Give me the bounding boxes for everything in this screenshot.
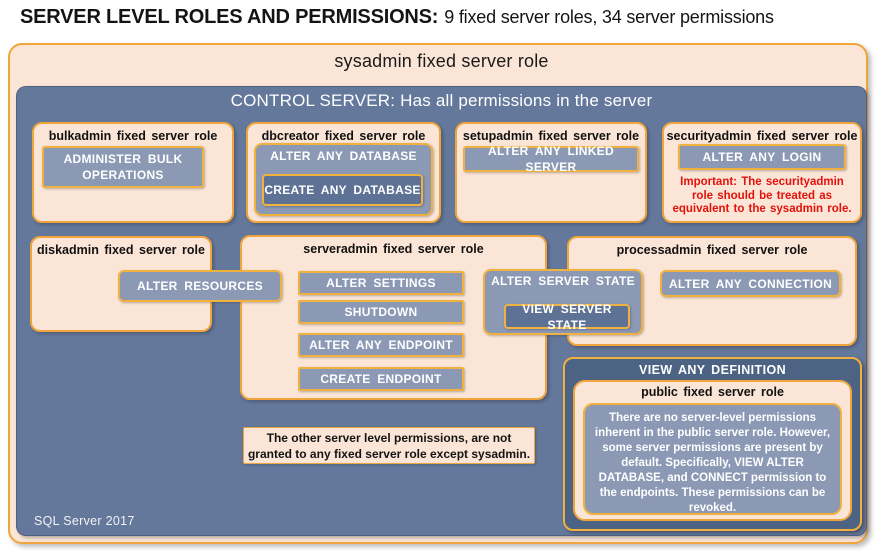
other-permissions-footnote: The other server level permissions, are … [243, 427, 535, 464]
view-any-definition-panel: VIEW ANY DEFINITION public fixed server … [563, 357, 862, 531]
permission-chip-create-endpoint: CREATE ENDPOINT [298, 367, 464, 391]
permission-chip-alter-resources: ALTER RESOURCES [118, 270, 282, 302]
permission-chip-alter-settings: ALTER SETTINGS [298, 271, 464, 295]
permission-group-alter-any-database: ALTER ANY DATABASE CREATE ANY DATABASE [254, 143, 433, 216]
permission-chip-alter-any-linked-server: ALTER ANY LINKED SERVER [463, 144, 639, 174]
role-box-dbcreator: dbcreator fixed server role ALTER ANY DA… [246, 122, 441, 223]
role-title-setupadmin: setupadmin fixed server role [462, 129, 640, 143]
role-box-serveradmin: serveradmin fixed server role ALTER SETT… [240, 235, 547, 400]
role-title-bulkadmin: bulkadmin fixed server role [48, 129, 218, 143]
role-title-public: public fixed server role [641, 385, 784, 399]
role-box-public: public fixed server role There are no se… [573, 380, 852, 521]
role-box-setupadmin: setupadmin fixed server role ALTER ANY L… [455, 122, 647, 223]
permission-chip-view-server-state: VIEW SERVER STATE [504, 302, 630, 332]
permission-label-view-any-definition: VIEW ANY DEFINITION [638, 363, 787, 377]
permission-chip-shutdown: SHUTDOWN [298, 300, 464, 324]
page-title-main: SERVER LEVEL ROLES AND PERMISSIONS: [20, 6, 439, 28]
role-box-securityadmin: securityadmin fixed server role ALTER AN… [662, 122, 862, 223]
securityadmin-warning-text: Important: The securityadmin role should… [672, 176, 852, 215]
sysadmin-role-label: sysadmin fixed server role [334, 51, 549, 71]
role-title-processadmin: processadmin fixed server role [616, 243, 808, 257]
role-title-serveradmin: serveradmin fixed server role [303, 242, 484, 256]
permission-chip-alter-any-login: ALTER ANY LOGIN [678, 144, 846, 170]
role-title-securityadmin: securityadmin fixed server role [666, 129, 858, 143]
permission-label-alter-any-database: ALTER ANY DATABASE [270, 149, 417, 163]
page-title: SERVER LEVEL ROLES AND PERMISSIONS:9 fix… [20, 6, 774, 29]
permission-chip-administer-bulk-operations: ADMINISTER BULK OPERATIONS [42, 146, 204, 188]
public-role-note-text: There are no server-level permissions in… [583, 403, 842, 515]
permission-chip-create-any-database: CREATE ANY DATABASE [262, 174, 423, 206]
permission-group-alter-server-state: ALTER SERVER STATE VIEW SERVER STATE [483, 269, 643, 335]
role-title-dbcreator: dbcreator fixed server role [261, 129, 426, 143]
permission-label-alter-server-state: ALTER SERVER STATE [491, 274, 635, 288]
page-title-sub: 9 fixed server roles, 34 server permissi… [444, 7, 774, 27]
role-box-bulkadmin: bulkadmin fixed server role ADMINISTER B… [32, 122, 234, 223]
permission-chip-alter-any-endpoint: ALTER ANY ENDPOINT [298, 333, 464, 357]
control-server-label: CONTROL SERVER: Has all permissions in t… [230, 91, 653, 110]
sql-server-version-label: SQL Server 2017 [34, 514, 135, 528]
permission-chip-alter-any-connection: ALTER ANY CONNECTION [660, 270, 841, 297]
role-title-diskadmin: diskadmin fixed server role [37, 243, 205, 257]
